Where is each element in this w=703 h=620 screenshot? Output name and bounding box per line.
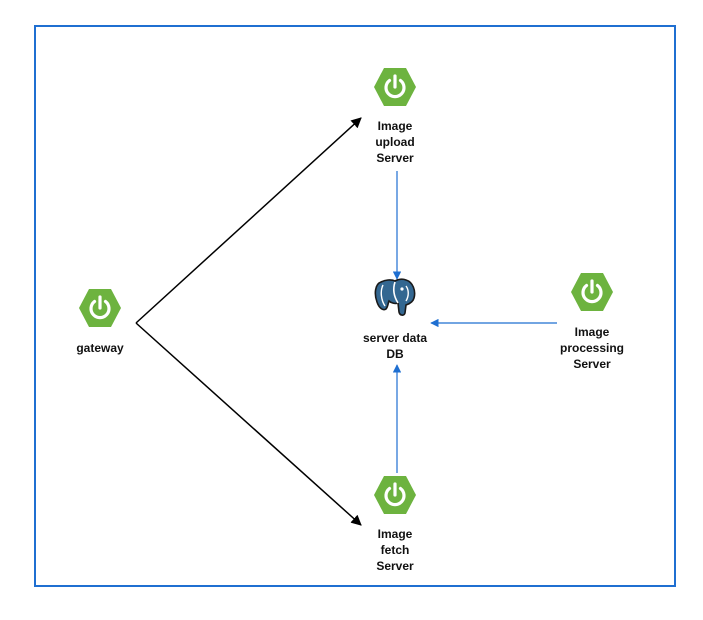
spring-power-icon	[374, 68, 416, 106]
edge-gateway-to-fetch	[135, 322, 362, 526]
spring-power-icon	[374, 476, 416, 514]
diagram-frame	[34, 25, 676, 587]
spring-power-icon	[79, 289, 121, 327]
node-gateway-label: gateway	[76, 341, 124, 355]
spring-power-icon	[571, 273, 613, 311]
node-image-upload-server-label: Image upload Server	[375, 119, 415, 165]
node-gateway[interactable]: gateway	[40, 288, 160, 356]
node-image-fetch-server-label: Image fetch Server	[376, 527, 414, 573]
node-server-data-db-label: server data DB	[362, 331, 428, 361]
node-image-upload-server[interactable]: Image upload Server	[335, 67, 455, 166]
node-image-processing-server[interactable]: Image processing Server	[532, 272, 652, 372]
node-image-fetch-server[interactable]: Image fetch Server	[335, 475, 455, 574]
postgresql-elephant-icon	[374, 278, 416, 316]
node-server-data-db[interactable]: server data DB	[335, 276, 455, 362]
edge-gateway-to-upload	[135, 117, 362, 324]
node-image-processing-server-label: Image processing Server	[559, 325, 625, 371]
